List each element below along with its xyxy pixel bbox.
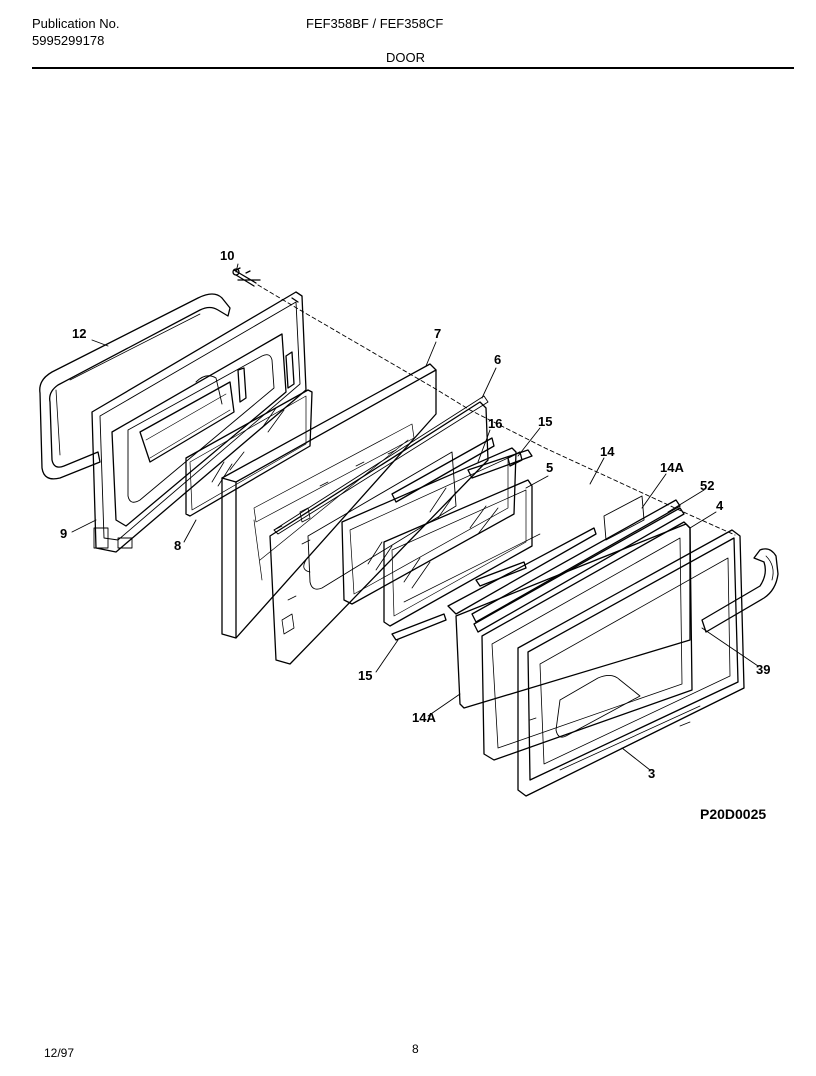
leader-lines [71, 263, 759, 771]
inner-door-panel-part [269, 395, 489, 665]
outer-door-shell-part [517, 529, 745, 797]
callout-52: 52 [700, 478, 714, 493]
insulation-part [221, 363, 437, 639]
callout-10: 10 [220, 248, 234, 263]
glass-retainer-lower-part [391, 561, 527, 641]
door-frame-strip-part [447, 527, 597, 615]
door-panel-part [455, 523, 691, 709]
callout-39: 39 [756, 662, 770, 677]
callout-5: 5 [546, 460, 553, 475]
screw-part [232, 267, 261, 287]
callout-labels: 10 12 7 6 16 15 5 14 14A 52 4 9 8 15 39 … [60, 248, 770, 781]
callout-3: 3 [648, 766, 655, 781]
cover-plate-upper-part [603, 495, 645, 541]
callout-15-upper: 15 [538, 414, 552, 429]
callout-14a-upper: 14A [660, 460, 684, 475]
figure-code: P20D0025 [700, 806, 767, 822]
door-gasket-part [39, 293, 231, 480]
callout-6: 6 [494, 352, 501, 367]
callout-9: 9 [60, 526, 67, 541]
callout-12: 12 [72, 326, 86, 341]
publication-label: Publication No. [32, 16, 120, 31]
outer-glass-part [383, 479, 541, 627]
callout-14a-lower: 14A [412, 710, 436, 725]
inner-door-liner-part [91, 291, 307, 553]
callout-14: 14 [600, 444, 615, 459]
section-title: DOOR [386, 50, 425, 65]
model-number: FEF358BF / FEF358CF [306, 16, 444, 31]
trim-strip-part [471, 499, 685, 633]
outer-door-frame-part [481, 521, 693, 761]
assembly-axis [257, 284, 736, 536]
header-rule [32, 67, 794, 69]
callout-7: 7 [434, 326, 441, 341]
footer-date: 12/97 [44, 1046, 75, 1060]
callout-16: 16 [488, 416, 502, 431]
callout-4: 4 [716, 498, 724, 513]
publication-number: 5995299178 [32, 33, 105, 48]
door-handle-part [701, 548, 779, 633]
glass-retainer-upper-part [467, 449, 533, 479]
callout-8: 8 [174, 538, 181, 553]
callout-15-lower: 15 [358, 668, 372, 683]
inner-glass-part [185, 389, 313, 517]
page-number: 8 [412, 1042, 419, 1056]
